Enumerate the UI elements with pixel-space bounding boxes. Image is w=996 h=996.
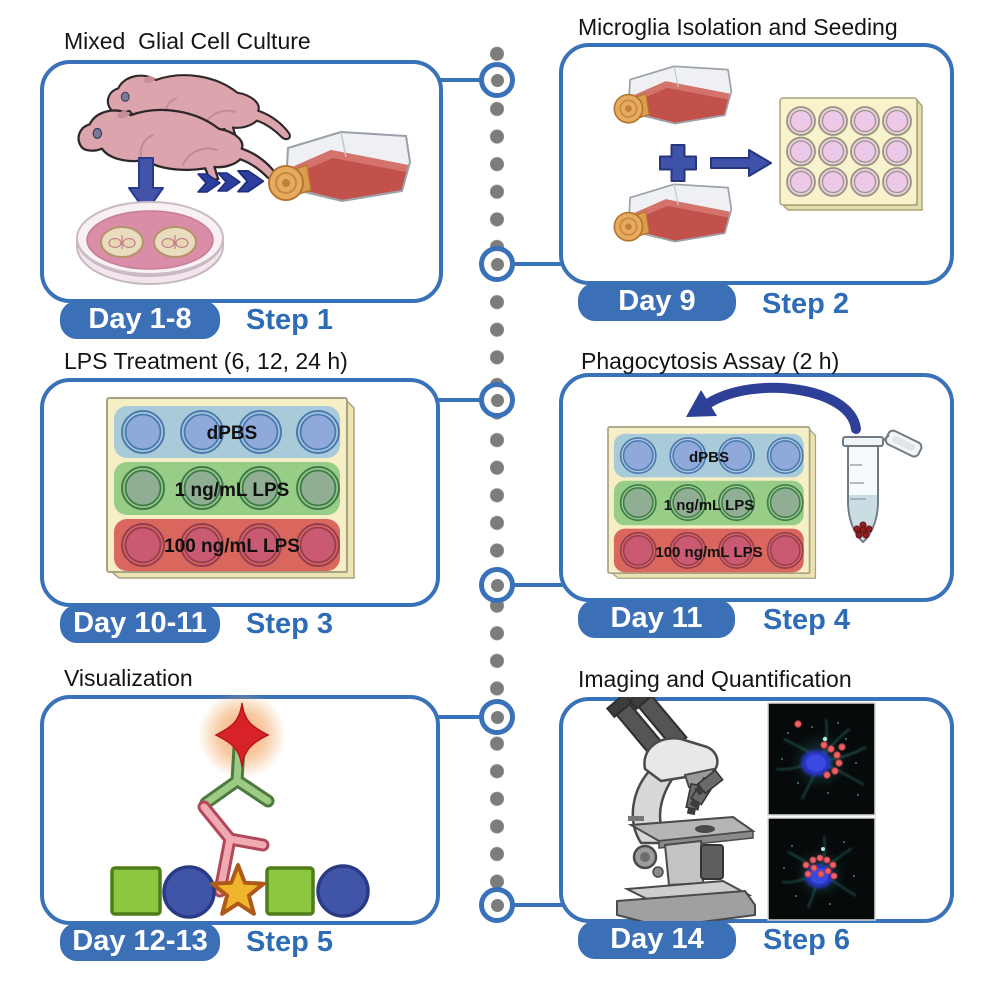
step-panel-2 [559,43,954,285]
down-arrow-icon [128,157,164,213]
connector-line-3 [436,398,483,402]
panel-title-5: Visualization [64,665,193,691]
antigen-star-gold [210,863,266,916]
timeline-node-4 [479,567,515,603]
microcentrifuge-tube-icon [842,429,923,544]
step-panel-4: dPBS 1 ng/mL LPS 100 ng/mL LPS [559,373,954,602]
plate-row-label-dpbs: dPBS [207,423,258,444]
step-panel-3: dPBS 1 ng/mL LPS 100 ng/mL LPS [40,378,440,607]
timeline-node-6 [479,887,515,923]
day-badge-5: Day 12-13 [60,923,220,961]
step-label-4: Step 4 [763,604,851,636]
day-badge-4: Day 11 [578,600,735,638]
petri-dish-brain-slices-icon [76,201,224,285]
culture-flask-icon [613,65,733,125]
panel-title-4: Phagocytosis Assay (2 h) [581,348,840,374]
step-label-1: Step 1 [246,304,334,336]
timeline-node-5 [479,699,515,735]
panel-title-2: Microglia Isolation and Seeding [578,14,898,40]
antigen-shapes-icon [110,863,370,919]
step-label-5: Step 5 [246,926,334,958]
fluorescence-image-1 [767,702,876,816]
day-badge-3: Day 10-11 [60,605,220,643]
fluorescence-image-2 [767,817,876,921]
microscope-icon [606,697,757,923]
step-panel-6 [559,697,954,923]
connector-line-2 [511,262,563,266]
panel-title-6: Imaging and Quantification [578,666,852,692]
timeline-node-2 [479,246,515,282]
plate-row-label-high-lps: 100 ng/mL LPS [164,536,300,557]
step-label-3: Step 3 [246,608,334,640]
plate-row-label-high-lps: 100 ng/mL LPS [655,544,762,561]
step-label-2: Step 2 [762,288,850,320]
step-label-6: Step 6 [763,924,851,956]
connector-line-1 [439,78,483,82]
culture-flask-icon [268,131,411,202]
timeline-dotted-line [490,40,504,904]
right-arrow-icon [710,149,772,177]
day-badge-6: Day 14 [578,921,736,959]
connector-line-6 [511,903,563,907]
panel-title-1: Mixed Glial Cell Culture [64,28,311,54]
connector-line-5 [436,715,483,719]
fluorophore-star-icon [214,702,270,768]
culture-flask-icon [613,183,733,243]
step-panel-5 [40,695,440,925]
timeline-node-3 [479,382,515,418]
connector-line-4 [511,583,563,587]
plate-row-label-low-lps: 1 ng/mL LPS [664,497,755,514]
day-badge-2: Day 9 [578,283,736,321]
plate-row-label-low-lps: 1 ng/mL LPS [175,480,290,501]
panel-title-3: LPS Treatment (6, 12, 24 h) [64,348,348,374]
twelve-well-plate-icon [779,97,923,211]
timeline-node-1 [479,62,515,98]
plus-icon [659,144,697,182]
triple-chevron-arrow-icon [197,170,265,193]
plate-row-label-dpbs: dPBS [689,449,729,466]
day-badge-1: Day 1-8 [60,301,220,339]
step-panel-1 [40,60,443,303]
curved-arrow-icon [686,382,861,434]
mouse-pups-icon [77,74,291,182]
